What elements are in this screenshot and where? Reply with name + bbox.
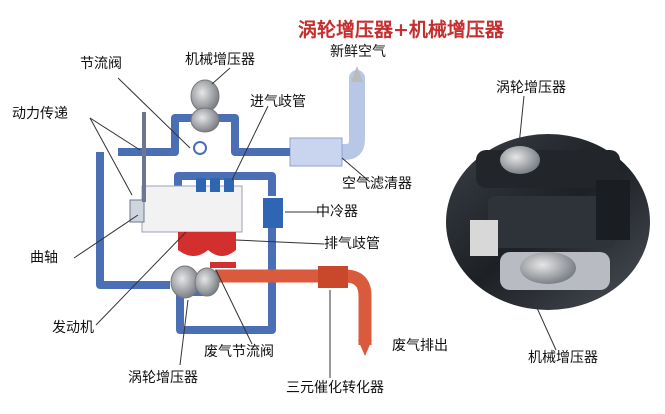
label-exhaust-manifold: 排气歧管 — [324, 236, 380, 252]
label-crankshaft: 曲轴 — [30, 250, 58, 266]
supercharger-unit — [190, 79, 220, 133]
engine-photo — [446, 134, 650, 310]
turbo-intake-pipe — [96, 152, 170, 289]
label-exhaust-out: 废气排出 — [392, 338, 448, 354]
throttle-valve-icon — [193, 141, 207, 155]
diagram-title: 涡轮增压器+机械增压器 — [298, 18, 505, 41]
label-air-filter: 空气滤清器 — [342, 176, 412, 192]
intake-runners — [196, 178, 234, 192]
label-intake-manifold: 进气歧管 — [250, 94, 306, 110]
label-intercooler: 中冷器 — [316, 204, 358, 220]
air-filter-box — [289, 137, 343, 167]
label-supercharger-top: 机械增压器 — [185, 52, 255, 68]
intercooler-box — [263, 198, 283, 228]
label-turbo-bottom: 涡轮增压器 — [128, 370, 198, 386]
label-catalytic: 三元催化转化器 — [286, 380, 384, 396]
leader-lines — [73, 67, 557, 378]
engine-block — [141, 185, 243, 233]
label-wastegate: 废气节流阀 — [204, 344, 274, 360]
exhaust-out-arrow-icon — [358, 340, 372, 356]
crankshaft-bar — [129, 199, 145, 223]
exhaust-manifold-shape — [178, 232, 236, 256]
label-power-transfer: 动力传递 — [12, 106, 68, 122]
label-turbo-right: 涡轮增压器 — [496, 80, 566, 96]
turbocharger-unit — [170, 265, 220, 299]
label-supercharger-right: 机械增压器 — [528, 350, 598, 366]
catalytic-converter-box — [318, 266, 348, 288]
fresh-air-pipe — [292, 70, 365, 160]
label-throttle: 节流阀 — [80, 56, 122, 72]
label-fresh-air: 新鲜空气 — [330, 44, 386, 60]
wastegate-valve — [210, 262, 236, 268]
fresh-air-arrow-icon — [351, 66, 363, 82]
label-engine: 发动机 — [52, 320, 94, 336]
power-transfer-belt — [142, 112, 146, 202]
